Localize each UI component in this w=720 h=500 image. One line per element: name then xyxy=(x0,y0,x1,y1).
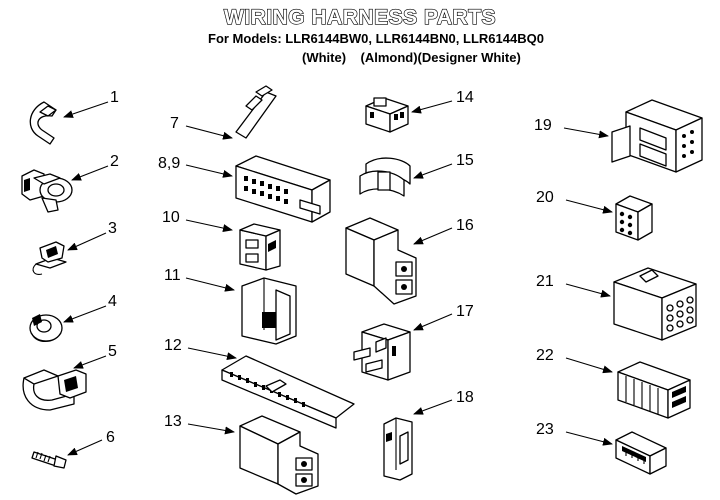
leader-arrow-20 xyxy=(565,199,613,214)
callout-2: 2 xyxy=(110,153,119,170)
callout-7: 7 xyxy=(170,115,179,132)
leader-arrow-17 xyxy=(413,313,453,331)
diagram-title: WIRING HARNESS PARTS xyxy=(223,5,497,29)
leader-arrow-14 xyxy=(411,100,453,114)
leader-arrow-23 xyxy=(565,431,613,446)
part-3-terminal-clip xyxy=(32,241,67,275)
leader-arrows xyxy=(63,100,613,456)
leader-arrow-5 xyxy=(73,355,107,369)
part-10-connector xyxy=(239,223,281,271)
callout-10: 10 xyxy=(162,209,180,226)
leader-arrow-15 xyxy=(413,163,453,179)
leader-arrow-22 xyxy=(565,357,613,374)
leader-arrow-16 xyxy=(413,227,453,245)
leader-arrow-4 xyxy=(63,305,107,323)
part-18-latch xyxy=(383,417,413,481)
part-16-two-pin-connector xyxy=(345,217,417,305)
part-1-wire-clip xyxy=(29,101,57,145)
leader-arrow-89 xyxy=(185,164,233,178)
callout-8-9: 8,9 xyxy=(158,155,181,172)
part-23-pin-header xyxy=(615,431,667,475)
leader-arrow-18 xyxy=(413,399,453,415)
part-7-harness-clip xyxy=(235,85,277,139)
part-19-twelve-pin-connector xyxy=(611,99,703,173)
callout-6: 6 xyxy=(106,429,115,446)
callout-17: 17 xyxy=(456,303,474,320)
callout-19: 19 xyxy=(534,117,552,134)
part-13-two-pin-housing xyxy=(239,415,319,495)
callout-20: 20 xyxy=(536,189,554,206)
callout-4: 4 xyxy=(108,293,117,310)
callout-14: 14 xyxy=(456,89,474,106)
callout-23: 23 xyxy=(536,421,554,438)
part-11-connector-housing xyxy=(241,277,297,345)
callout-16: 16 xyxy=(456,217,474,234)
callout-5: 5 xyxy=(108,343,117,360)
leader-arrow-1 xyxy=(63,101,109,118)
leader-arrow-19 xyxy=(563,127,609,139)
leader-arrow-21 xyxy=(565,283,611,298)
part-2-cable-clamp xyxy=(21,169,73,213)
leader-arrow-3 xyxy=(67,232,107,251)
callout-1: 1 xyxy=(110,89,119,106)
callout-13: 13 xyxy=(164,413,182,430)
callout-22: 22 xyxy=(536,347,554,364)
leader-arrow-2 xyxy=(71,165,109,181)
part-21-receptacle-block xyxy=(613,267,697,341)
part-17-terminal-block xyxy=(353,323,411,381)
part-8-9-connector-block xyxy=(235,155,331,223)
callout-18: 18 xyxy=(456,389,474,406)
callout-3: 3 xyxy=(108,220,117,237)
leader-arrow-10 xyxy=(185,219,233,232)
leader-arrow-7 xyxy=(185,125,233,140)
callout-12: 12 xyxy=(164,337,182,354)
part-12-terminal-strip xyxy=(221,355,355,429)
callout-11: 11 xyxy=(164,267,181,284)
model-numbers: For Models: LLR6144BW0, LLR6144BN0, LLR6… xyxy=(208,31,544,46)
part-15-curved-clip xyxy=(359,157,411,197)
part-22-ribbed-connector xyxy=(617,361,691,419)
part-14-three-pin-plug xyxy=(365,97,409,133)
part-6-screw xyxy=(31,451,67,469)
leader-arrow-12 xyxy=(187,347,237,361)
part-20-six-pin-block xyxy=(615,195,653,241)
leader-arrow-13 xyxy=(187,423,235,435)
callout-15: 15 xyxy=(456,152,474,169)
model-colors: (White) (Almond)(Designer White) xyxy=(302,50,521,65)
part-4-grommet xyxy=(29,314,63,343)
leader-arrow-11 xyxy=(185,277,235,292)
part-5-clamp-bracket xyxy=(22,369,87,411)
callout-21: 21 xyxy=(536,273,554,290)
leader-arrow-6 xyxy=(67,439,103,456)
